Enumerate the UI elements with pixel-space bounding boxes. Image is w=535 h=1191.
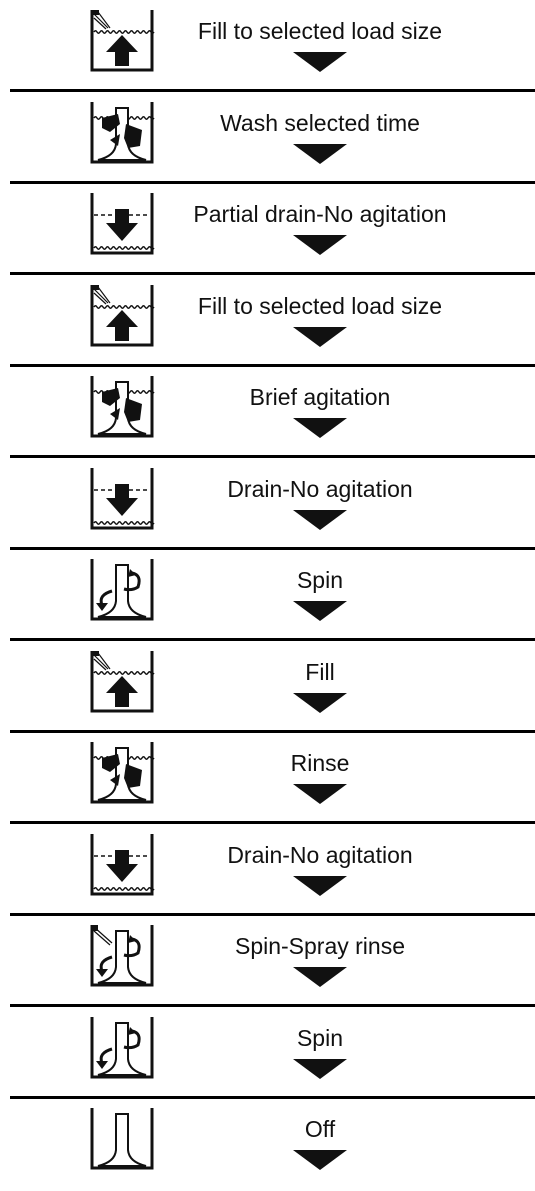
fill-icon xyxy=(80,277,164,349)
step-divider xyxy=(10,1095,535,1099)
step-divider xyxy=(10,638,535,641)
step-divider xyxy=(10,363,535,367)
spin-icon xyxy=(80,1009,164,1081)
step-label: Brief agitation xyxy=(249,384,391,410)
cycle-step: Spin xyxy=(0,1007,535,1097)
cycle-step: Fill xyxy=(0,641,535,731)
cycle-step: Fill to selected load size xyxy=(0,0,535,90)
step-label: Rinse xyxy=(290,750,350,776)
spin-spray-icon xyxy=(80,917,164,989)
wash-icon xyxy=(80,94,164,166)
wash-icon xyxy=(80,368,164,440)
step-divider xyxy=(10,1004,535,1007)
step-label: Fill xyxy=(305,658,335,685)
fill-icon xyxy=(80,2,164,74)
cycle-step: Spin xyxy=(0,549,535,639)
down-arrow-icon xyxy=(293,692,347,713)
cycle-step: Off xyxy=(0,1098,535,1188)
down-arrow-icon xyxy=(293,52,347,72)
step-divider xyxy=(10,546,535,550)
step-label: Spin xyxy=(296,1024,344,1051)
off-icon xyxy=(80,1100,164,1172)
step-divider xyxy=(10,821,535,824)
down-arrow-icon xyxy=(293,418,347,438)
down-arrow-icon xyxy=(293,1150,347,1170)
down-arrow-icon xyxy=(293,326,347,347)
drain-icon xyxy=(80,185,164,257)
cycle-step: Drain-No agitation xyxy=(0,824,535,914)
step-label: Off xyxy=(304,1116,336,1142)
spin-icon xyxy=(80,551,164,623)
cycle-step: Rinse xyxy=(0,732,535,822)
down-arrow-icon xyxy=(293,601,347,621)
step-label: Drain-No agitation xyxy=(227,475,413,502)
step-divider xyxy=(10,912,535,916)
step-label: Spin xyxy=(296,567,344,593)
step-divider xyxy=(10,729,535,733)
cycle-step: Drain-No agitation xyxy=(0,458,535,548)
down-arrow-icon xyxy=(293,235,347,255)
down-arrow-icon xyxy=(293,509,347,530)
cycle-step: Wash selected time xyxy=(0,92,535,182)
step-divider xyxy=(10,455,535,458)
step-divider xyxy=(10,180,535,184)
down-arrow-icon xyxy=(293,143,347,164)
cycle-step: Fill to selected load size xyxy=(0,275,535,365)
down-arrow-icon xyxy=(293,784,347,804)
step-label: Drain-No agitation xyxy=(227,841,413,868)
cycle-step: Partial drain-No agitation xyxy=(0,183,535,273)
cycle-step: Spin-Spray rinse xyxy=(0,915,535,1005)
down-arrow-icon xyxy=(293,875,347,896)
down-arrow-icon xyxy=(293,1058,347,1079)
step-label: Wash selected time xyxy=(220,109,420,136)
down-arrow-icon xyxy=(293,967,347,987)
step-divider xyxy=(10,272,535,275)
step-label: Fill to selected load size xyxy=(197,18,443,44)
step-label: Fill to selected load size xyxy=(197,292,443,319)
fill-icon xyxy=(80,643,164,715)
cycle-step: Brief agitation xyxy=(0,366,535,456)
drain-icon xyxy=(80,826,164,898)
drain-icon xyxy=(80,460,164,532)
step-divider xyxy=(10,89,535,92)
step-label: Spin-Spray rinse xyxy=(234,933,406,959)
wash-icon xyxy=(80,734,164,806)
step-label: Partial drain-No agitation xyxy=(193,201,447,227)
